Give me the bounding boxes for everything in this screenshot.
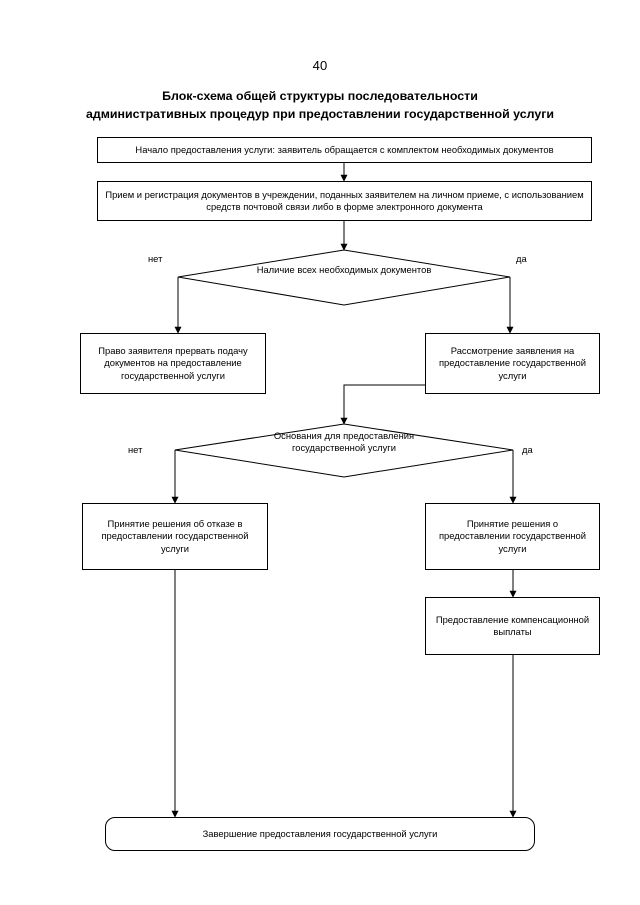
page-number: 40 (312, 58, 328, 73)
page-title-line-1: Блок-схема общей структуры последователь… (162, 89, 478, 103)
node-review-application[interactable]: Рассмотрение заявления на предоставление… (425, 333, 600, 394)
node-start[interactable]: Начало предоставления услуги: заявитель … (97, 137, 592, 163)
decision-grounds-diamond (174, 423, 514, 478)
node-compensation-payment[interactable]: Предоставление компенсационной выплаты (425, 597, 600, 655)
decision-documents-label-no: нет (148, 253, 163, 264)
node-completion[interactable]: Завершение предоставления государственно… (105, 817, 535, 851)
page-title-line-2: административных процедур при предоставл… (86, 107, 554, 121)
decision-documents-label: Наличие всех необходимых документов (256, 264, 432, 275)
node-registration[interactable]: Прием и регистрация документов в учрежде… (97, 181, 592, 221)
node-interrupt-submission[interactable]: Право заявителя прервать подачу документ… (80, 333, 266, 394)
decision-documents-diamond (177, 249, 511, 306)
page-title: Блок-схема общей структуры последователь… (60, 87, 580, 123)
decision-documents-label-yes: да (516, 253, 527, 264)
decision-grounds-label-yes: да (522, 444, 533, 455)
decision-grounds-label-no: нет (128, 444, 143, 455)
decision-grounds-label: Основания для предоставления государстве… (273, 430, 415, 454)
node-grant-decision[interactable]: Принятие решения о предоставлении госуда… (425, 503, 600, 570)
node-refusal-decision[interactable]: Принятие решения об отказе в предоставле… (82, 503, 268, 570)
